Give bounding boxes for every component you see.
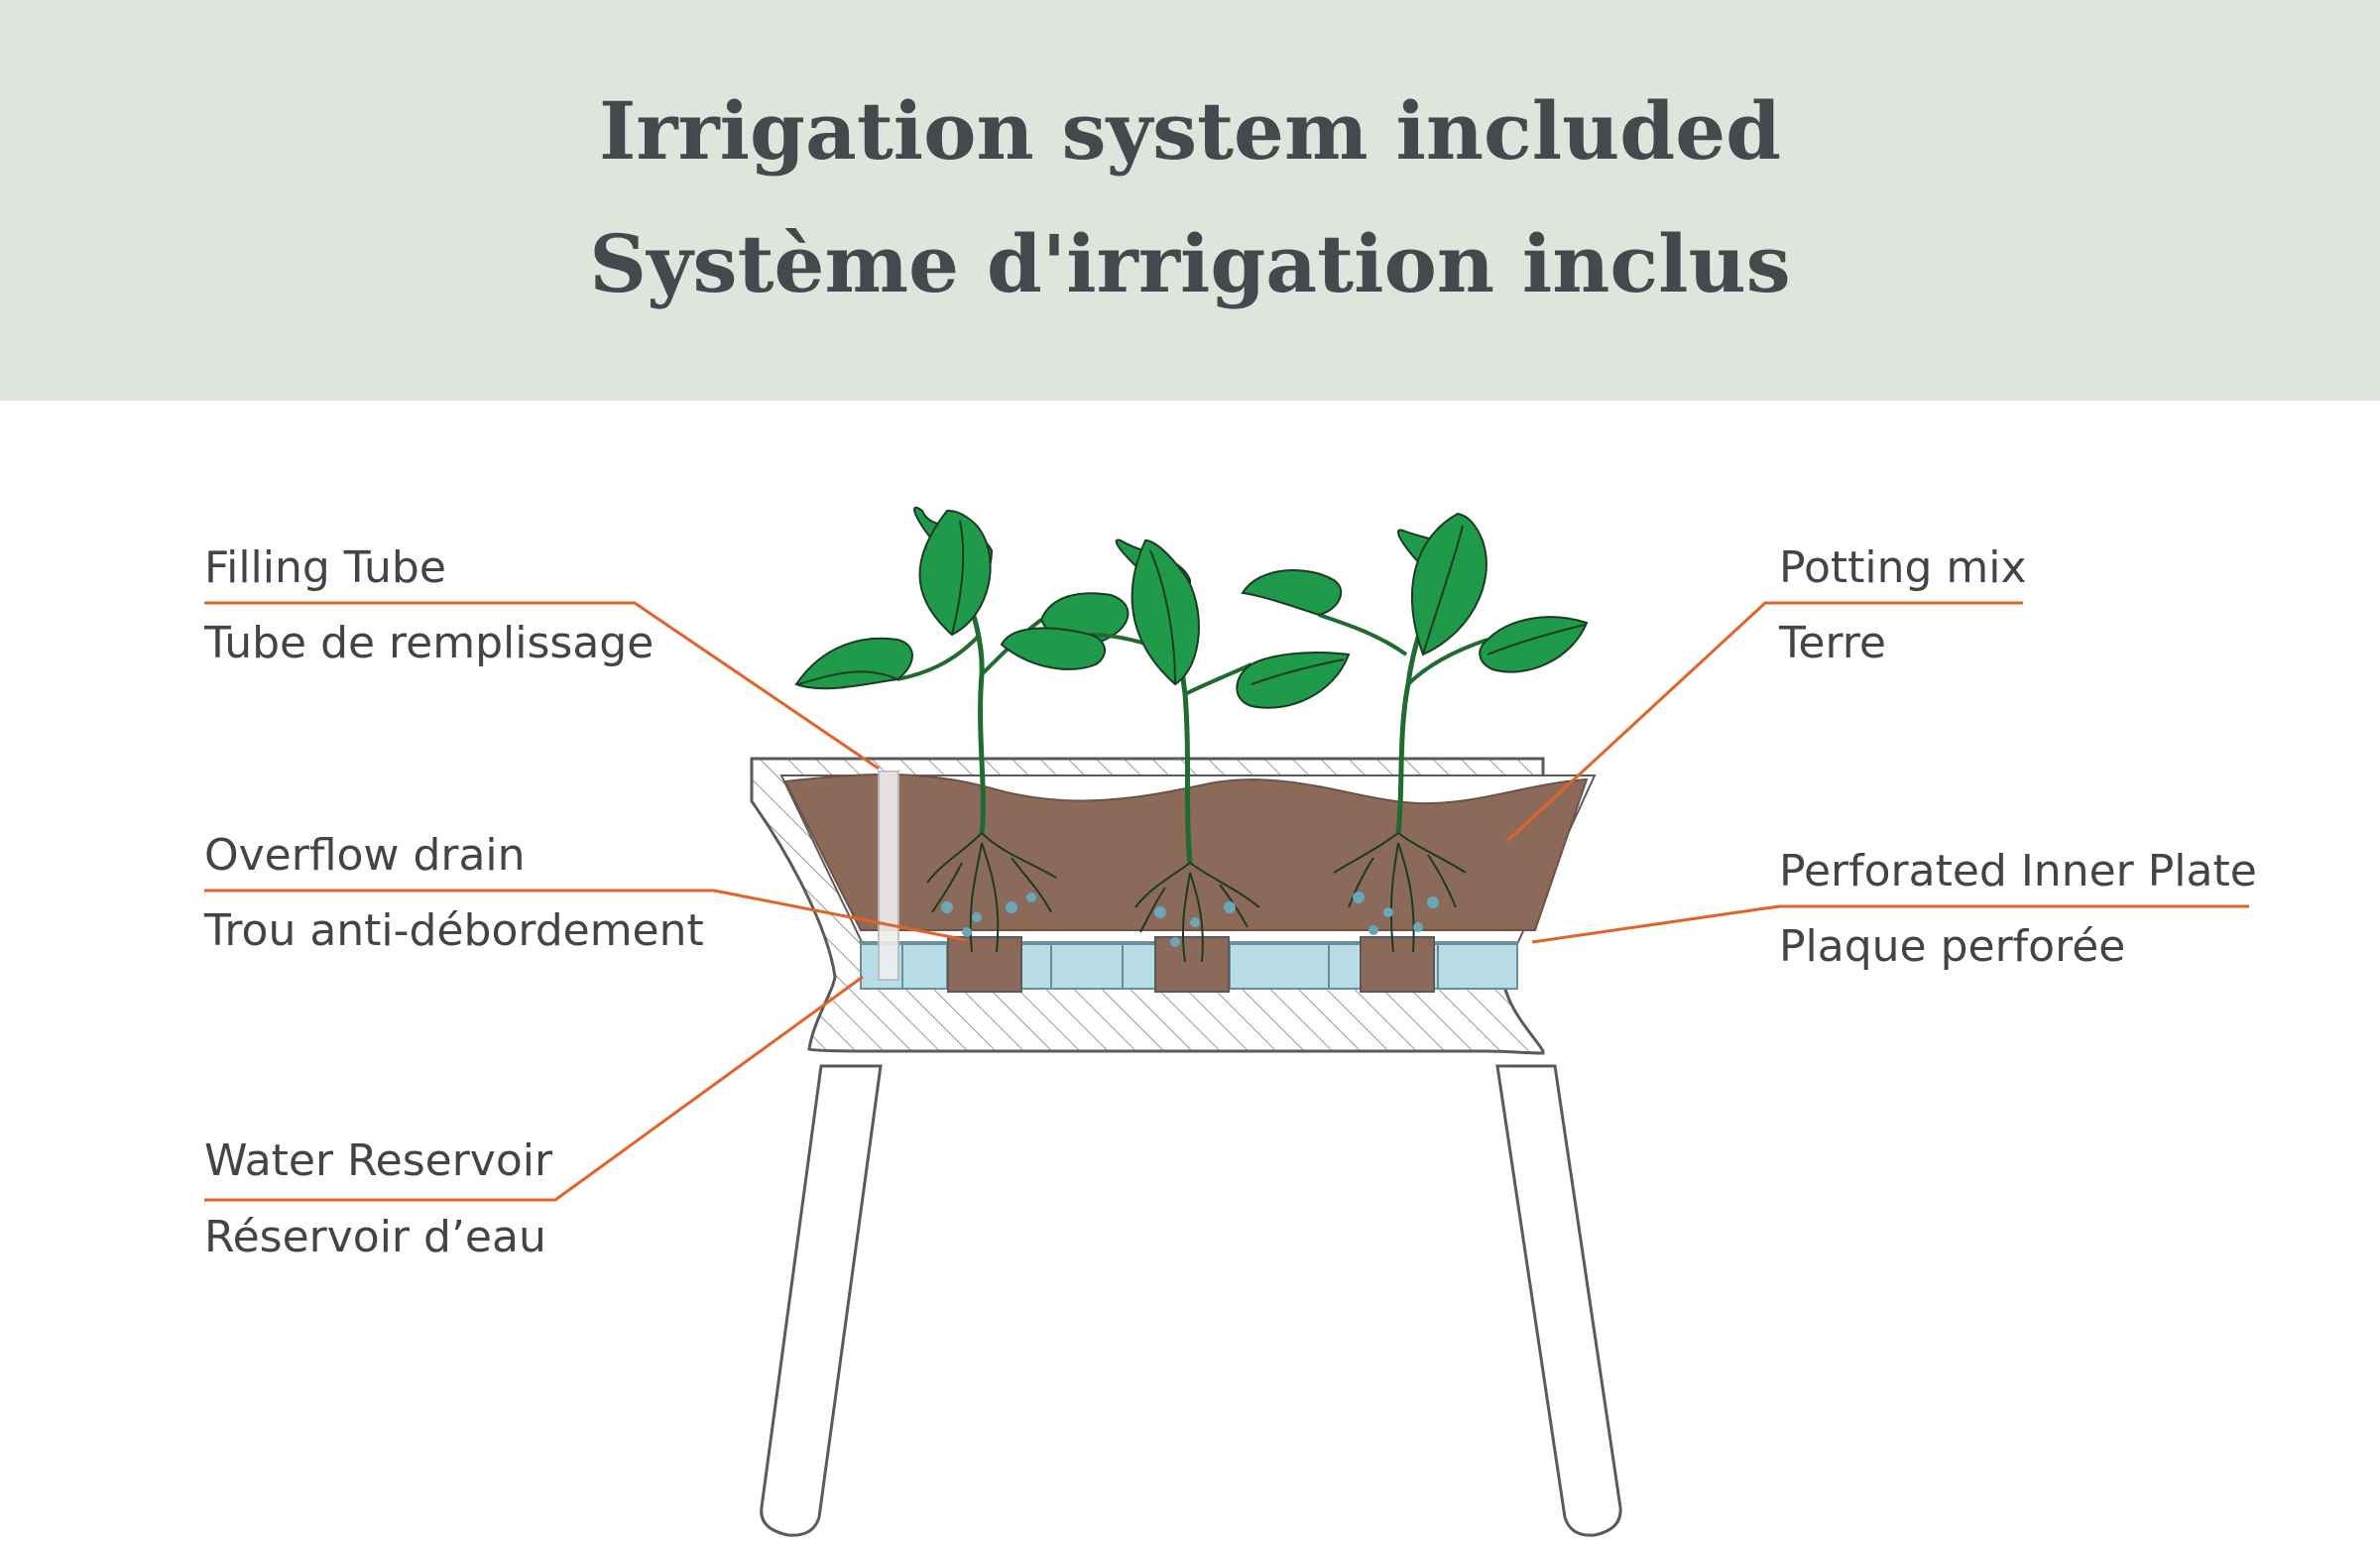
- label-potting-mix-fr: Terre: [1779, 618, 1886, 668]
- wicking-cups: [947, 936, 1435, 993]
- label-perforated-plate-en: Perforated Inner Plate: [1779, 846, 2257, 896]
- label-overflow-drain-en: Overflow drain: [204, 830, 526, 881]
- leader-water-reservoir: [204, 975, 864, 1202]
- leader-perforated-plate: [1531, 904, 2249, 944]
- planter-legs: [760, 1064, 1622, 1537]
- filling-tube: [878, 771, 899, 981]
- leader-lines: [204, 601, 2249, 1202]
- label-perforated-plate-fr: Plaque perforée: [1779, 921, 2126, 972]
- label-potting-mix-en: Potting mix: [1779, 542, 2027, 593]
- leader-potting-mix: [1505, 601, 2023, 843]
- leader-filling-tube: [204, 601, 880, 771]
- plant-3: [1241, 512, 1589, 953]
- label-filling-tube-fr: Tube de remplissage: [204, 618, 654, 668]
- header-banner: [0, 0, 2380, 401]
- potting-soil: [783, 773, 1589, 931]
- title-french: Système d'irrigation inclus: [589, 217, 1791, 310]
- label-water-reservoir-en: Water Reservoir: [204, 1135, 553, 1186]
- label-overflow-drain-fr: Trou anti-débordement: [204, 905, 704, 956]
- plant-2: [1000, 538, 1351, 963]
- title-english: Irrigation system included: [598, 84, 1782, 178]
- plants: [794, 506, 1589, 963]
- leader-overflow-drain: [204, 889, 968, 942]
- label-water-reservoir-fr: Réservoir d’eau: [204, 1212, 546, 1262]
- label-filling-tube-en: Filling Tube: [204, 542, 446, 593]
